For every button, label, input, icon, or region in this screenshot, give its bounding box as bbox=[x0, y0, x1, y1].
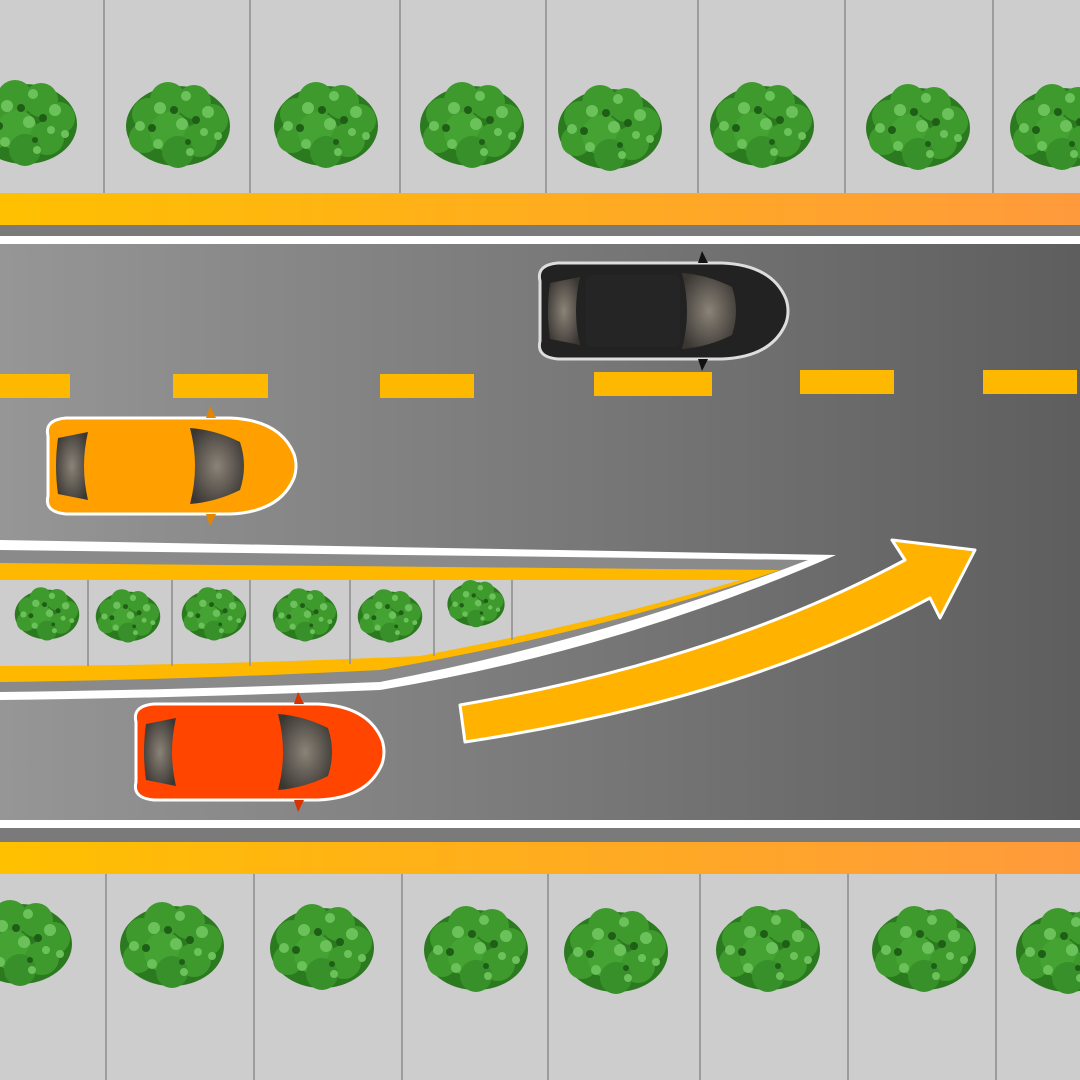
bottom-edge-line bbox=[0, 820, 1080, 828]
bottom-gutter bbox=[0, 828, 1080, 842]
red-car bbox=[133, 692, 386, 812]
bottom-curb bbox=[0, 842, 1080, 874]
black-car bbox=[537, 251, 790, 371]
top-gutter bbox=[0, 225, 1080, 236]
center-dashed-line bbox=[0, 370, 1077, 398]
top-curb bbox=[0, 193, 1080, 225]
bottom-sidewalk bbox=[0, 874, 1080, 1080]
orange-car bbox=[45, 406, 298, 526]
merge-arrow-icon bbox=[458, 538, 977, 744]
top-sidewalk bbox=[0, 0, 1080, 193]
median-island bbox=[0, 540, 836, 700]
top-edge-line bbox=[0, 236, 1080, 244]
